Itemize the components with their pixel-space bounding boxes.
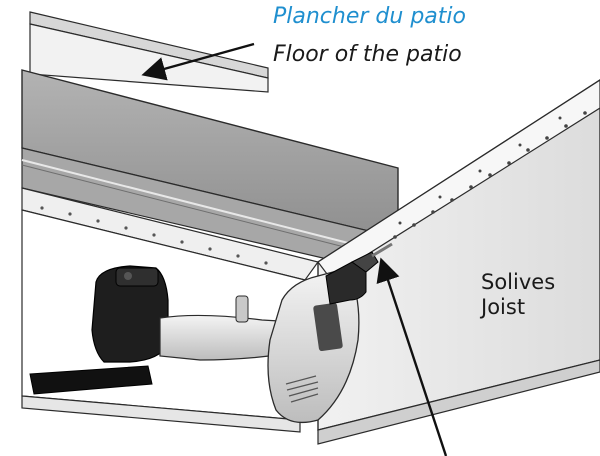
joist-pointer-arrow [376,257,448,456]
joist-label: Solives Joist [481,270,555,320]
floor-label-french: Plancher du patio [273,4,466,29]
floor-label-english: Floor of the patio [273,42,462,67]
patio-floor-board [21,69,400,263]
floor-pointer-arrow [141,42,255,81]
joist-label-english: Joist [481,295,526,319]
cordless-drill-icon [29,242,393,424]
joist-label-french: Solives [481,270,556,294]
joist-panel [317,79,600,445]
background-beam [29,11,269,93]
